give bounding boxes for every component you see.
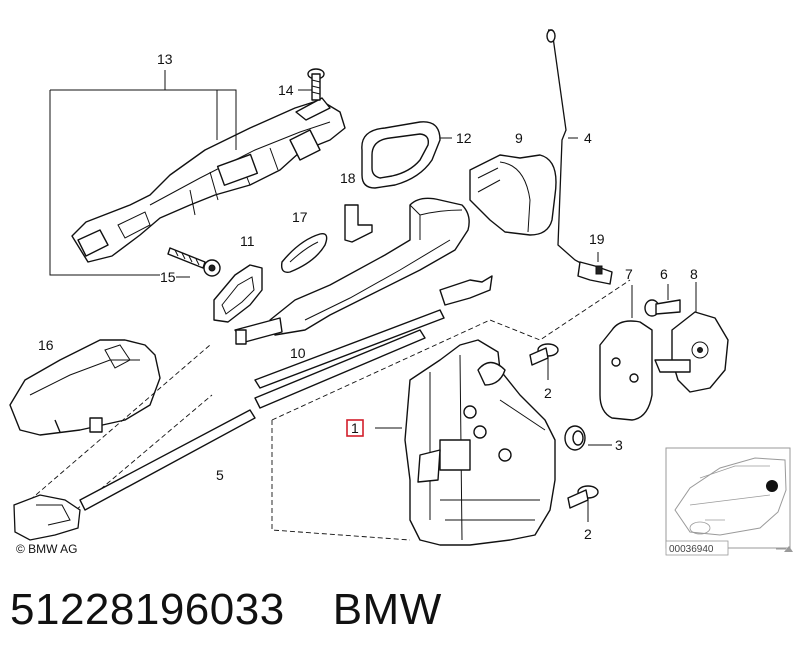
- part-12-gasket: [361, 121, 452, 189]
- part-7-gasket-plate: [599, 285, 653, 421]
- brand-name: BMW: [332, 585, 442, 634]
- callout-15: 15: [160, 269, 176, 285]
- callout-5: 5: [216, 467, 224, 483]
- callout-7: 7: [625, 266, 633, 282]
- callout-labels: 1 2 2 3 4 5 6 7 8 9 10 11 12 13 14 15 16…: [38, 51, 698, 542]
- part-9-end-cap: [469, 154, 557, 236]
- callout-16: 16: [38, 337, 54, 353]
- inset-code: 00036940: [669, 544, 714, 555]
- callout-11: 11: [240, 233, 255, 249]
- callout-1: 1: [351, 420, 359, 436]
- callout-14: 14: [278, 82, 294, 98]
- part-3-bushing: [564, 425, 612, 451]
- callout-6: 6: [660, 266, 668, 282]
- part-11-gasket: [213, 264, 263, 323]
- callout-19: 19: [589, 231, 605, 247]
- callout-8: 8: [690, 266, 698, 282]
- part-number: 51228196033: [10, 585, 285, 634]
- part-5-rod: [13, 275, 493, 541]
- footer: 51228196033 BMW: [10, 585, 442, 645]
- car-thumbnail: [665, 447, 791, 556]
- callout-13: 13: [157, 51, 173, 67]
- part-17-gasket-strip: [280, 233, 328, 273]
- part-2-screw-upper: [529, 343, 559, 380]
- part-16-cover: [9, 339, 161, 436]
- callout-9: 9: [515, 130, 523, 146]
- part-8-striker: [654, 282, 729, 393]
- callout-4: 4: [584, 130, 592, 146]
- part-10-handle: [234, 197, 470, 345]
- arrow-icon: [784, 546, 793, 552]
- highlight-box: [346, 419, 364, 437]
- copyright-text: © BMW AG: [16, 542, 78, 556]
- callout-18: 18: [340, 170, 356, 186]
- part-15-bolt: [167, 247, 221, 277]
- part-4-rod: [546, 29, 591, 269]
- callout-10: 10: [290, 345, 306, 361]
- callout-12: 12: [456, 130, 472, 146]
- part-19-clip: [577, 252, 613, 285]
- callout-3: 3: [615, 437, 623, 453]
- callout-2-upper: 2: [544, 385, 552, 401]
- part-1-door-lock: [271, 279, 631, 546]
- part-14-screw: [307, 68, 325, 101]
- callout-2-lower: 2: [584, 526, 592, 542]
- part-2-screw-lower: [567, 485, 599, 522]
- part-6-screw: [644, 284, 681, 317]
- part-18-bracket: [344, 204, 373, 243]
- callout-17: 17: [292, 209, 308, 225]
- parts-diagram: 00036940 1 2 2 3 4 5 6 7 8 9 10 11 12 13…: [9, 29, 793, 556]
- part-13-handle-carrier: [71, 97, 346, 263]
